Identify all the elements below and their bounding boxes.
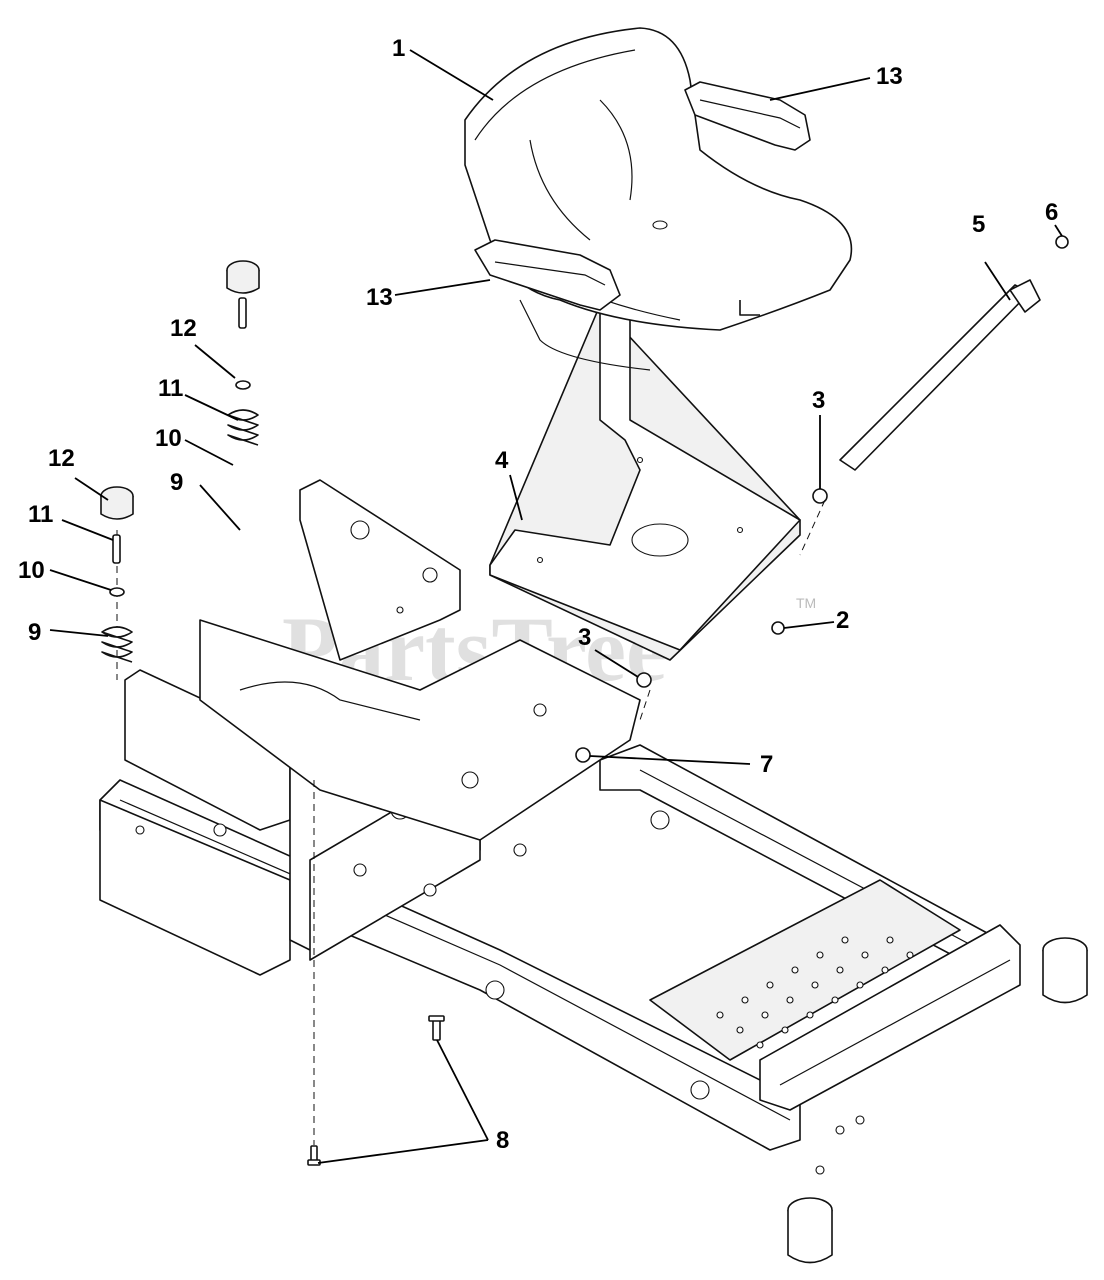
armrest-left — [474, 239, 621, 311]
mower-frame — [99, 669, 1088, 1264]
rod — [839, 279, 1041, 471]
armrest-right — [684, 81, 811, 151]
callout-2: 2 — [836, 607, 849, 634]
callout-1: 1 — [392, 35, 405, 62]
callout-9-front: 9 — [28, 619, 41, 646]
leader-lines — [49, 49, 1063, 1164]
nut-3-lower — [636, 672, 652, 688]
nut-2 — [771, 621, 785, 635]
callout-11-front: 11 — [28, 501, 53, 528]
floor-plate-holes — [716, 936, 914, 1049]
callout-7: 7 — [760, 751, 773, 778]
callout-13-left: 13 — [366, 284, 393, 311]
callout-3-lower: 3 — [578, 624, 591, 651]
spring-stack-rear — [226, 260, 260, 446]
callout-13-right: 13 — [876, 63, 903, 90]
bolt-8-upper — [428, 1015, 445, 1041]
callout-12-front: 12 — [48, 445, 75, 472]
bolt-8-lower — [307, 1145, 321, 1166]
watermark-trademark: TM — [796, 595, 816, 611]
seat — [464, 27, 853, 371]
callout-4: 4 — [495, 447, 509, 474]
callout-10-rear: 10 — [155, 425, 182, 452]
callout-10-front: 10 — [18, 557, 45, 584]
callout-12-rear: 12 — [170, 315, 197, 342]
callout-5: 5 — [972, 211, 985, 238]
callout-9-rear: 9 — [170, 469, 183, 496]
nut-6 — [1055, 235, 1069, 249]
nut-7 — [575, 747, 591, 763]
seat-mount-structure — [199, 479, 641, 857]
callout-6: 6 — [1045, 199, 1058, 226]
callout-8: 8 — [496, 1127, 509, 1154]
callouts: 1 13 13 12 11 10 9 12 11 10 9 4 3 5 6 2 … — [18, 35, 1058, 1154]
seat-plate — [489, 299, 801, 661]
callout-11-rear: 11 — [158, 375, 183, 402]
spring-stack-front — [100, 486, 134, 663]
callout-3-upper: 3 — [812, 387, 825, 414]
